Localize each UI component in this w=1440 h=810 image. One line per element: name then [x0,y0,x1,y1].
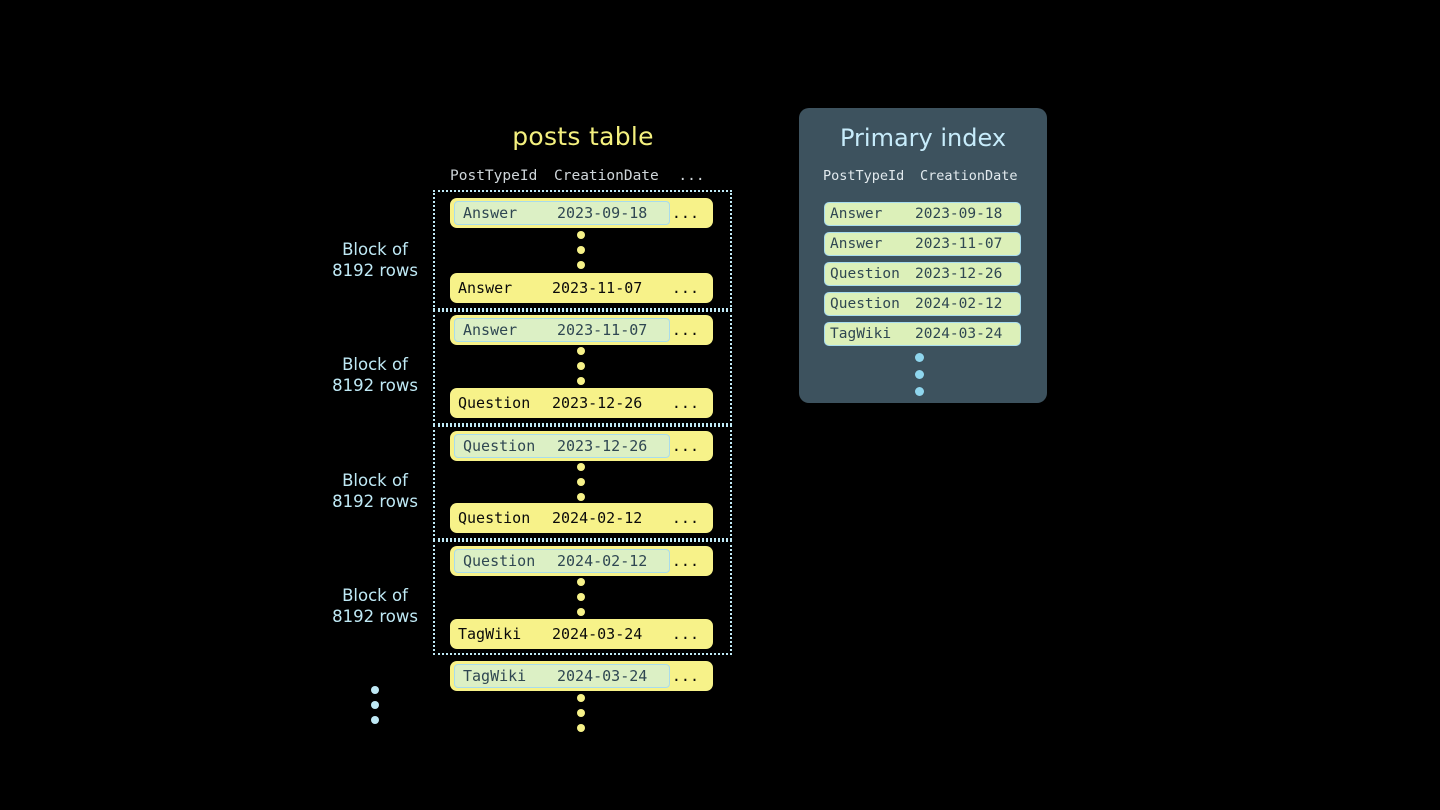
row-ellipsis-icon [577,463,587,508]
row-posttypeid: Question [463,437,536,455]
index-column-header-posttypeid: PostTypeId [823,168,905,184]
row-creationdate: 2024-02-12 [557,552,648,570]
index-entry-row[interactable]: Question 2023-12-26 [824,262,1021,286]
row-posttypeid: Answer [463,204,518,222]
block-1-label-line2: 8192 rows [332,261,418,280]
row-posttypeid: Answer [458,279,513,297]
row-creationdate: 2024-03-24 [552,625,643,643]
index-creationdate: 2024-03-24 [915,326,1003,342]
index-creationdate: 2023-11-07 [915,236,1003,252]
row-posttypeid: TagWiki [463,667,527,685]
row-creationdate: 2023-11-07 [552,279,643,297]
block-1-outline [433,190,732,310]
row-more: ... [671,509,699,527]
index-posttypeid: TagWiki [830,326,892,342]
row-creationdate: 2024-03-24 [557,667,648,685]
row-creationdate: 2023-12-26 [552,394,643,412]
index-creationdate: 2024-02-12 [915,296,1003,312]
row-posttypeid: Question [458,394,531,412]
row-creationdate: 2024-02-12 [552,509,643,527]
index-posttypeid: Question [830,296,900,312]
block-3-outline [433,425,732,540]
index-entry-row[interactable]: Question 2024-02-12 [824,292,1021,316]
row-posttypeid: Question [458,509,531,527]
row-more: ... [671,394,699,412]
index-continues-ellipsis-icon [915,353,925,404]
row-more: ... [671,279,699,297]
block-4-outline [433,540,732,655]
index-posttypeid: Answer [830,236,883,252]
block-2-label: Block of 8192 rows [300,354,450,396]
row-more: ... [671,437,699,455]
table-continues-ellipsis-icon [577,694,587,739]
table-row[interactable]: Question 2023-12-26 ... [450,431,713,461]
row-ellipsis-icon [577,578,587,623]
primary-index-panel: Primary index PostTypeId CreationDate An… [799,108,1047,403]
table-row[interactable]: TagWiki 2024-03-24 ... [450,661,713,691]
column-header-posttypeid: PostTypeId [450,168,538,184]
block-2-label-line1: Block of [342,355,408,374]
block-1-label-line1: Block of [342,240,408,259]
table-row[interactable]: Question 2024-02-12 ... [450,546,713,576]
block-2-outline [433,310,732,425]
block-1-label: Block of 8192 rows [300,239,450,281]
row-ellipsis-icon [577,231,587,276]
table-row[interactable]: Answer 2023-11-07 ... [450,315,713,345]
table-row[interactable]: Question 2023-12-26 ... [450,388,713,418]
index-creationdate: 2023-09-18 [915,206,1003,222]
primary-index-title: Primary index [839,124,1007,152]
block-4-label-line2: 8192 rows [332,607,418,626]
row-creationdate: 2023-12-26 [557,437,648,455]
index-column-header-creationdate: CreationDate [920,168,1018,184]
table-row[interactable]: Answer 2023-09-18 ... [450,198,713,228]
table-row[interactable]: Question 2024-02-12 ... [450,503,713,533]
row-posttypeid: TagWiki [458,625,522,643]
row-more: ... [671,204,699,222]
index-creationdate: 2023-12-26 [915,266,1003,282]
index-entry-row[interactable]: TagWiki 2024-03-24 [824,322,1021,346]
posts-table-column-headers: PostTypeId CreationDate ... [450,166,713,186]
row-posttypeid: Answer [463,321,518,339]
table-row[interactable]: Answer 2023-11-07 ... [450,273,713,303]
row-creationdate: 2023-11-07 [557,321,648,339]
row-more: ... [671,321,699,339]
row-creationdate: 2023-09-18 [557,204,648,222]
primary-index-column-headers: PostTypeId CreationDate [823,166,1023,186]
posts-table-title: posts table [512,122,654,151]
blocks-continue-ellipsis-icon [371,686,381,731]
block-3-label-line1: Block of [342,471,408,490]
block-4-label: Block of 8192 rows [300,585,450,627]
row-ellipsis-icon [577,347,587,392]
index-posttypeid: Question [830,266,900,282]
block-3-label-line2: 8192 rows [332,492,418,511]
index-entry-row[interactable]: Answer 2023-09-18 [824,202,1021,226]
block-2-label-line2: 8192 rows [332,376,418,395]
index-posttypeid: Answer [830,206,883,222]
block-3-label: Block of 8192 rows [300,470,450,512]
block-4-label-line1: Block of [342,586,408,605]
column-header-creationdate: CreationDate [554,168,659,184]
row-more: ... [671,552,699,570]
row-more: ... [671,667,699,685]
table-row[interactable]: TagWiki 2024-03-24 ... [450,619,713,649]
column-header-more: ... [678,168,705,184]
row-more: ... [671,625,699,643]
index-entry-row[interactable]: Answer 2023-11-07 [824,232,1021,256]
row-posttypeid: Question [463,552,536,570]
